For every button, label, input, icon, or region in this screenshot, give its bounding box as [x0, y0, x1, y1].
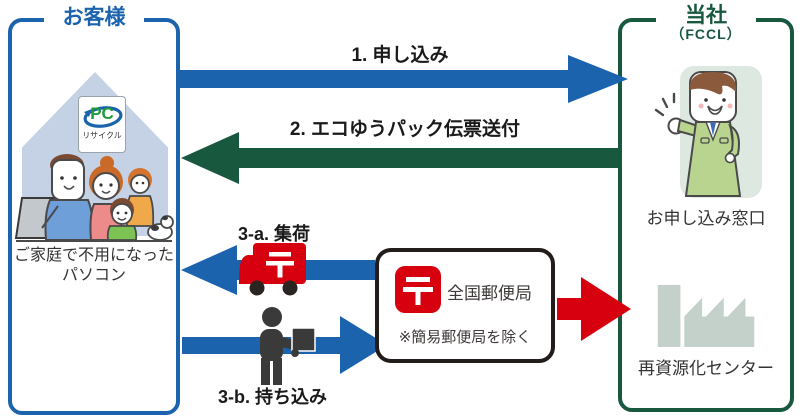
postal-truck-icon [239, 243, 306, 296]
arrow-2-body [237, 148, 618, 168]
factory-icon [657, 284, 755, 347]
company-box-title: 当社 （FCCL） [656, 4, 756, 43]
company-title-sub: （FCCL） [670, 26, 742, 43]
recycle-swoosh-icon [83, 106, 123, 128]
pc-logo-kana: リサイクル [82, 131, 122, 140]
family-illustration [14, 154, 174, 242]
arrow-2-head [181, 132, 239, 184]
postal-mark-glyph [403, 277, 433, 305]
pc-recycle-logo: PC リサイクル [78, 96, 126, 153]
flow-label-2: 2. エコゆうパック伝票送付 [289, 119, 521, 140]
customer-box-title: お客様 [44, 6, 144, 30]
arrow-red-body [557, 298, 583, 320]
staff-illustration [654, 71, 742, 197]
customer-caption-line1: ご家庭で不用になった [13, 247, 174, 264]
company-title-main: 当社 [685, 4, 727, 27]
arrow-1-body [180, 70, 570, 88]
postal-mark-icon [395, 266, 441, 313]
post-office-name: 全国郵便局 [447, 284, 532, 303]
customer-caption: ご家庭で不用になった パソコン [12, 246, 176, 286]
post-office-box: 全国郵便局 ※簡易郵便局を除く [375, 248, 555, 363]
post-office-note: ※簡易郵便局を除く [398, 329, 532, 346]
pc-logo-text: PC [90, 104, 114, 123]
person-carrying-box-icon [260, 307, 316, 385]
recycle-center-label: 再資源化センター [638, 359, 774, 378]
arrow-3a-head [181, 245, 237, 295]
flow-label-3a: 3-a. 集荷 [238, 224, 311, 244]
customer-caption-line2: パソコン [61, 267, 126, 284]
application-desk-label: お申し込み窓口 [646, 209, 766, 228]
flow-label-1: 1. 申し込み [351, 45, 449, 66]
flow-label-3b: 3-b. 持ち込み [218, 387, 328, 407]
